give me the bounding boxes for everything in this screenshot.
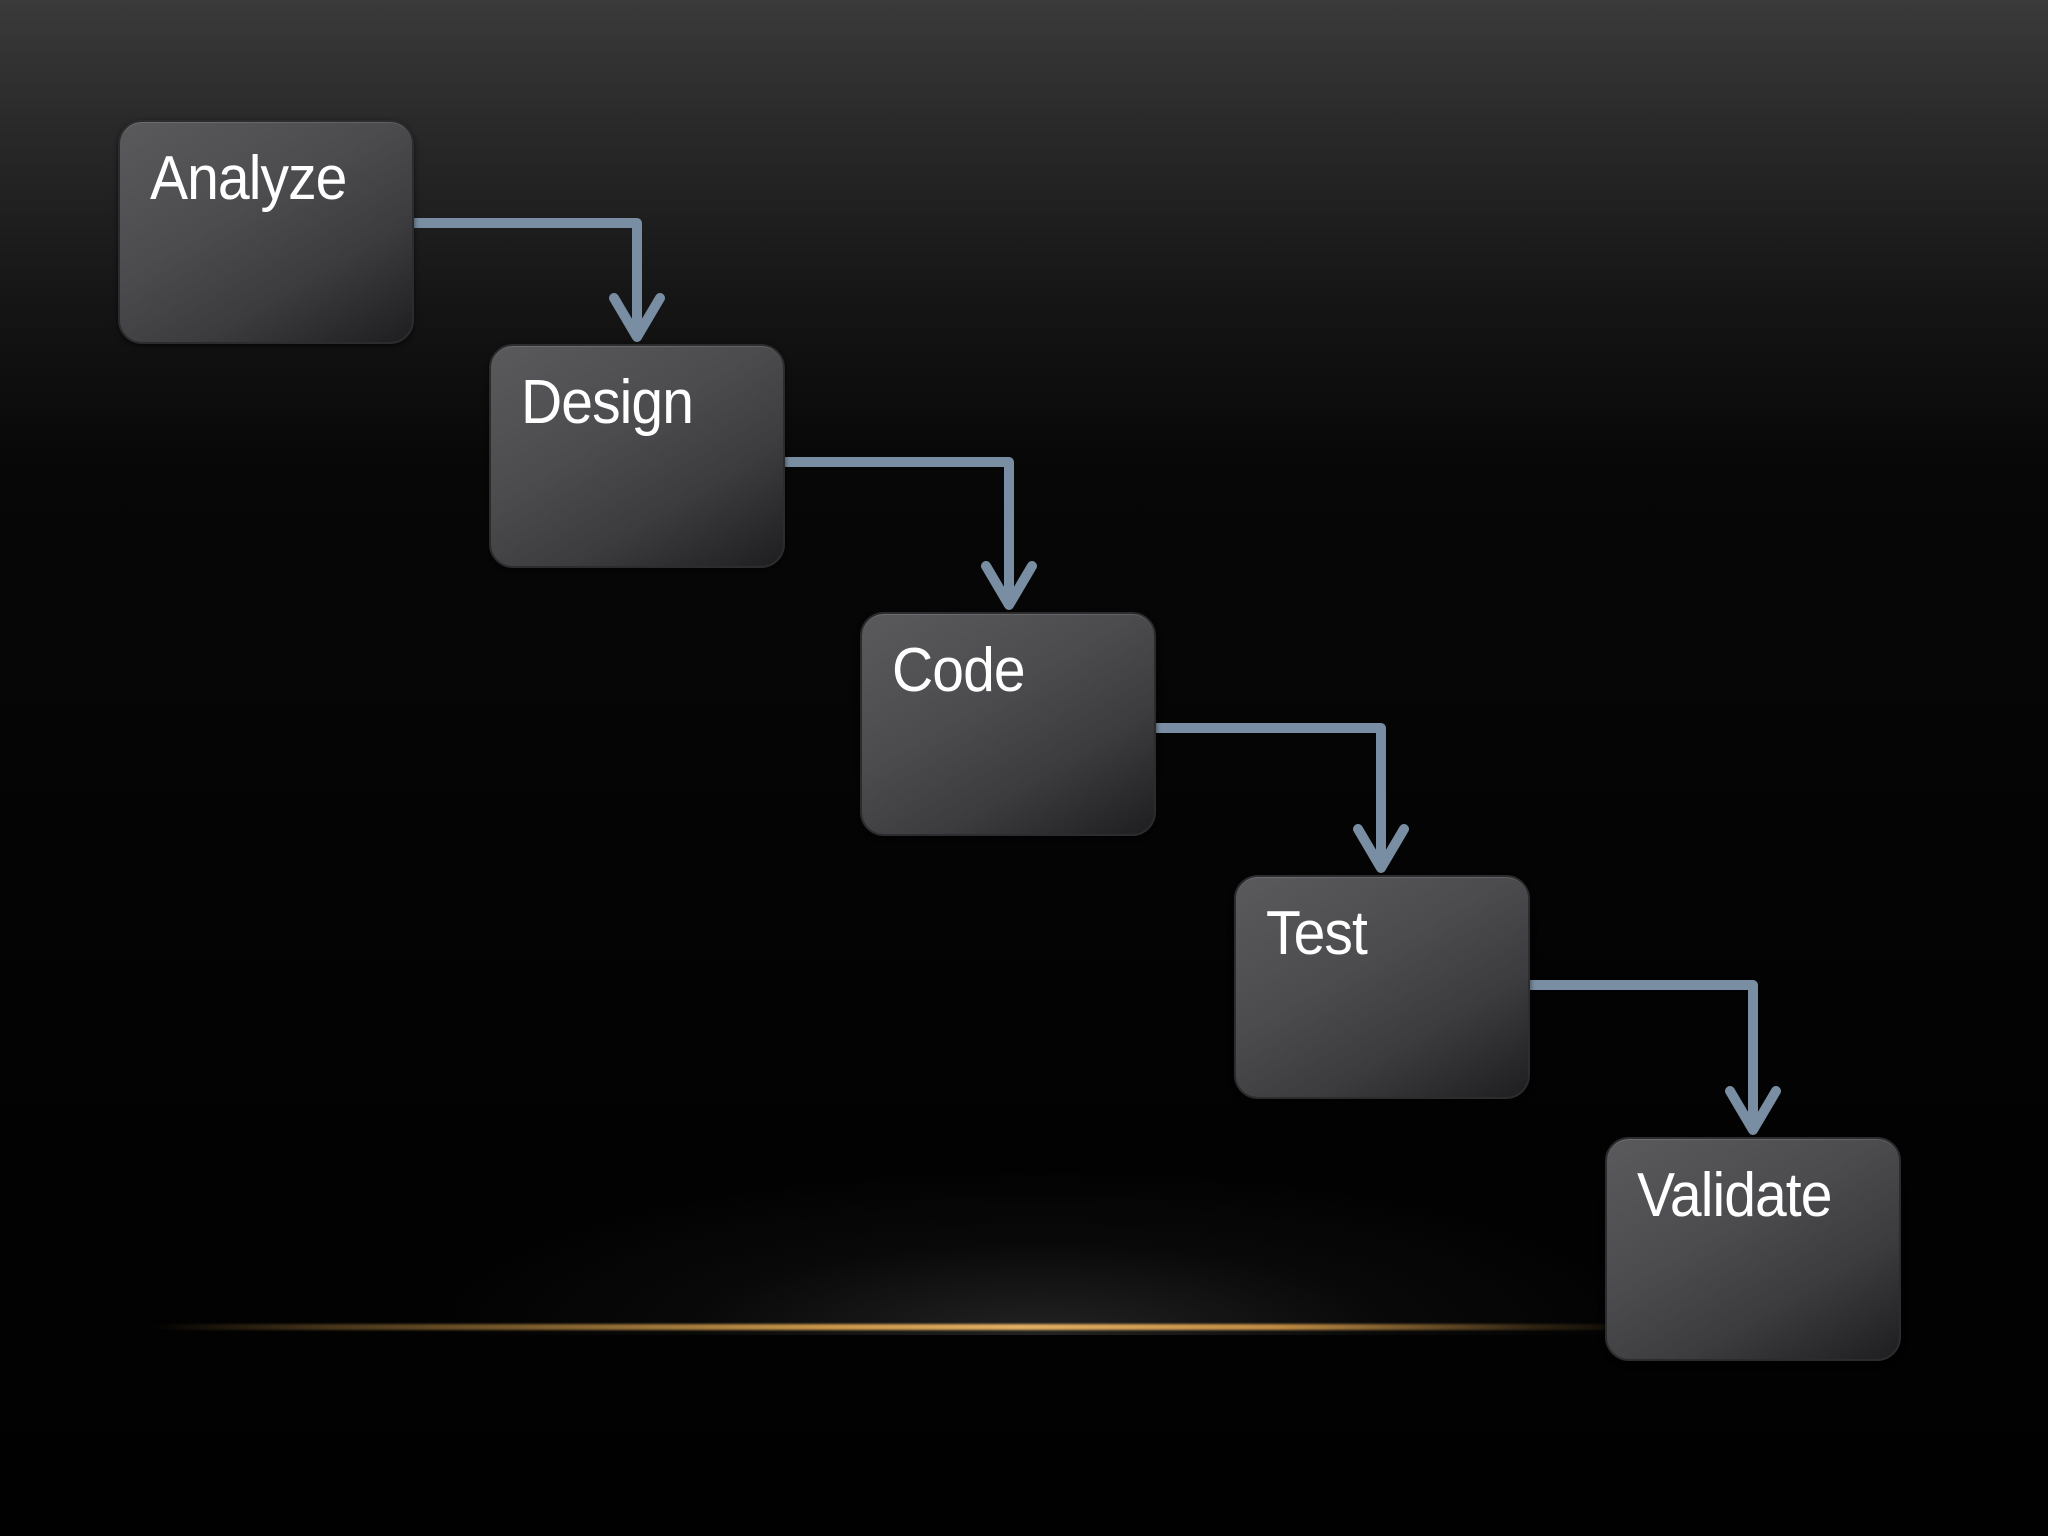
accent-line <box>150 1324 1650 1330</box>
step-test: Test <box>1234 875 1530 1099</box>
arrow-design-to-code <box>780 457 1037 610</box>
step-validate: Validate <box>1605 1137 1901 1361</box>
step-label: Test <box>1266 899 1368 968</box>
step-design: Design <box>489 344 785 568</box>
step-label: Validate <box>1637 1161 1832 1230</box>
arrow-code-to-test <box>1151 723 1409 873</box>
step-code: Code <box>860 612 1156 836</box>
arrow-analyze-to-design <box>409 218 665 342</box>
floor-glow <box>420 1170 1660 1335</box>
step-label: Code <box>892 636 1026 705</box>
step-label: Design <box>521 368 694 437</box>
step-analyze: Analyze <box>118 120 414 344</box>
step-label: Analyze <box>150 144 347 213</box>
arrow-test-to-validate <box>1525 980 1781 1135</box>
